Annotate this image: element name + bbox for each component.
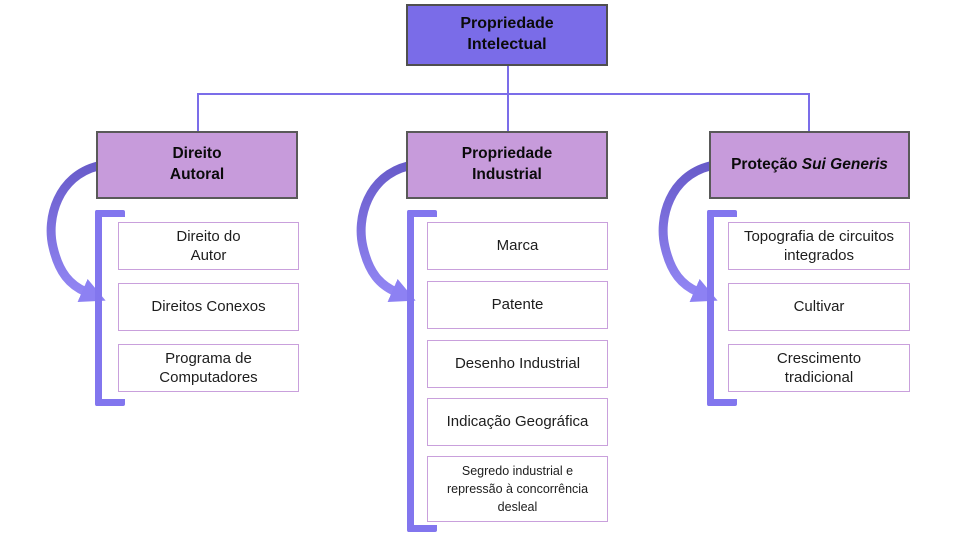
branch-header-label-italic: Sui Generis (801, 155, 888, 173)
leaf-item-label: Segredo industrial e repressão à concorr… (446, 463, 589, 515)
branch-header-label: Direito Autoral (169, 145, 225, 183)
curved-arrow-icon (658, 161, 718, 303)
leaf-item-segredo-industrial: Segredo industrial e repressão à concorr… (427, 456, 608, 522)
bracket-protecao-sui-generis (707, 210, 737, 406)
bracket-direito-autoral (95, 210, 125, 406)
branch-header-propriedade-industrial: Propriedade Industrial (406, 131, 608, 199)
root-node-propriedade-intelectual: Propriedade Intelectual (406, 4, 608, 66)
branch-header-direito-autoral: Direito Autoral (96, 131, 298, 199)
connector-line (507, 93, 509, 131)
leaf-item-marca: Marca (427, 222, 608, 270)
connector-line (197, 93, 199, 131)
leaf-item-programa-de-computadores: Programa de Computadores (118, 344, 299, 392)
connector-line (197, 93, 809, 95)
branch-header-label: Propriedade Industrial (461, 145, 553, 183)
leaf-item-label: Cultivar (793, 298, 845, 316)
bracket-propriedade-industrial (407, 210, 437, 532)
connector-line (507, 66, 509, 93)
curved-arrow-icon (356, 161, 416, 303)
leaf-item-indicacao-geografica: Indicação Geográfica (427, 398, 608, 446)
leaf-item-label: Indicação Geográfica (446, 413, 589, 431)
leaf-item-label: Topografia de circuitos integrados (743, 227, 895, 265)
branch-header-protecao-sui-generis: Proteção Sui Generis (709, 131, 910, 199)
leaf-item-label: Crescimento tradicional (776, 349, 862, 387)
leaf-item-cultivar: Cultivar (728, 283, 910, 331)
connector-line (808, 93, 810, 131)
leaf-item-direito-do-autor: Direito do Autor (118, 222, 299, 270)
leaf-item-direitos-conexos: Direitos Conexos (118, 283, 299, 331)
leaf-item-crescimento-tradicional: Crescimento tradicional (728, 344, 910, 392)
leaf-item-label: Patente (491, 296, 544, 314)
leaf-item-topografia-circuitos: Topografia de circuitos integrados (728, 222, 910, 270)
leaf-item-label: Direito do Autor (176, 227, 241, 265)
leaf-item-label: Direitos Conexos (151, 298, 266, 316)
leaf-item-desenho-industrial: Desenho Industrial (427, 340, 608, 388)
leaf-item-label: Desenho Industrial (454, 355, 581, 373)
leaf-item-label: Programa de Computadores (159, 349, 258, 387)
curved-arrow-icon (46, 161, 106, 303)
branch-header-label-prefix: Proteção (731, 155, 798, 173)
leaf-item-label: Marca (496, 237, 539, 255)
leaf-item-patente: Patente (427, 281, 608, 329)
root-node-label: Propriedade Intelectual (460, 15, 554, 53)
